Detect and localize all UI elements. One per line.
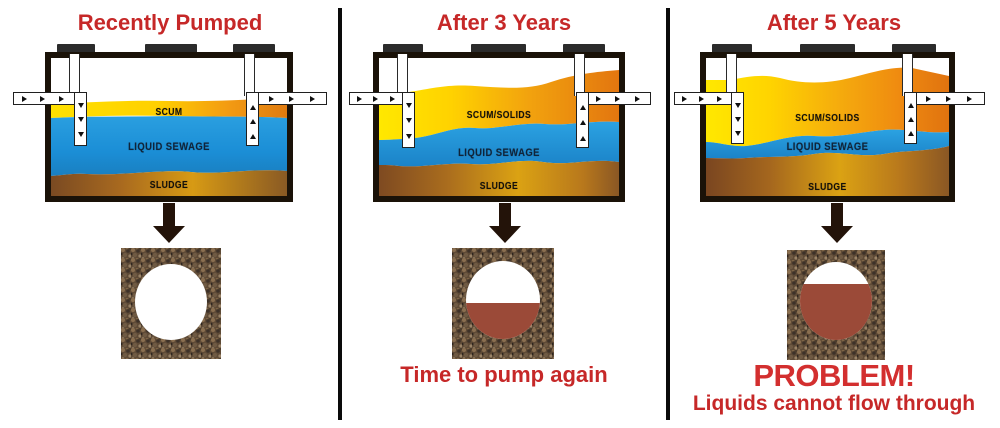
- tank-lid-left-1: [57, 44, 95, 53]
- septic-tank-2: SCUM/SOLIDS LIQUID SEWAGE SLUDGE: [349, 44, 651, 202]
- panel-recently-pumped: Recently Pumped: [0, 0, 340, 428]
- outlet-horizontal-pipe-1: [251, 92, 327, 105]
- inlet-horizontal-pipe-1: [13, 92, 81, 105]
- outlet-vertical-pipe-2: [576, 92, 589, 148]
- outlet-horizontal-pipe-3: [909, 92, 985, 105]
- panel-divider-2: [666, 8, 670, 420]
- inlet-riser-2: [397, 54, 408, 96]
- tank-lid-center-2: [471, 44, 526, 53]
- tank-lid-center-1: [145, 44, 197, 53]
- tank-lid-left-3: [712, 44, 752, 53]
- panel-title-1: Recently Pumped: [77, 10, 263, 35]
- tank-layers-3: [706, 67, 949, 196]
- panel-after-3-years: After 3 Years: [340, 0, 668, 428]
- inlet-riser-3: [726, 54, 737, 96]
- tank-layers-1: [51, 98, 287, 196]
- outlet-riser-1: [244, 54, 255, 96]
- inlet-riser-1: [69, 54, 80, 96]
- tank-layers-2: [379, 70, 619, 196]
- down-arrow-2: [489, 203, 521, 243]
- pipe-cross-section-2: [452, 248, 554, 359]
- panel-after-5-years: After 5 Years: [668, 0, 1000, 428]
- tank-lid-left-2: [383, 44, 423, 53]
- caption-problem-detail: Liquids cannot flow through: [692, 392, 976, 415]
- outlet-vertical-pipe-1: [246, 92, 259, 146]
- septic-tank-1: SCUM LIQUID SEWAGE SLUDGE: [13, 44, 327, 202]
- inlet-vertical-pipe-2: [402, 92, 415, 148]
- tank-lid-center-3: [800, 44, 855, 53]
- tank-lid-right-3: [892, 44, 936, 53]
- down-arrow-1: [153, 203, 185, 243]
- down-arrow-3: [821, 203, 853, 243]
- pipe-cross-section-3: [787, 250, 885, 360]
- pipe-bore-clear: [135, 264, 207, 340]
- inlet-horizontal-pipe-3: [674, 92, 738, 105]
- caption-time-to-pump: Time to pump again: [400, 362, 608, 387]
- outlet-horizontal-pipe-2: [581, 92, 651, 105]
- outlet-vertical-pipe-3: [904, 92, 917, 144]
- septic-tank-3: SCUM/SOLIDS LIQUID SEWAGE SLUDGE: [674, 44, 985, 202]
- inlet-vertical-pipe-1: [74, 92, 87, 146]
- inlet-vertical-pipe-3: [731, 92, 744, 144]
- panel-title-2: After 3 Years: [436, 10, 572, 35]
- pipe-cross-section-1: [121, 248, 221, 359]
- inlet-horizontal-pipe-2: [349, 92, 409, 105]
- tank-lid-right-2: [563, 44, 605, 53]
- panel-divider-1: [338, 8, 342, 420]
- outlet-riser-3: [902, 54, 913, 96]
- tank-lid-right-1: [233, 44, 275, 53]
- caption-problem: PROBLEM!: [753, 358, 915, 393]
- outlet-riser-2: [574, 54, 585, 96]
- panel-title-3: After 5 Years: [766, 10, 902, 35]
